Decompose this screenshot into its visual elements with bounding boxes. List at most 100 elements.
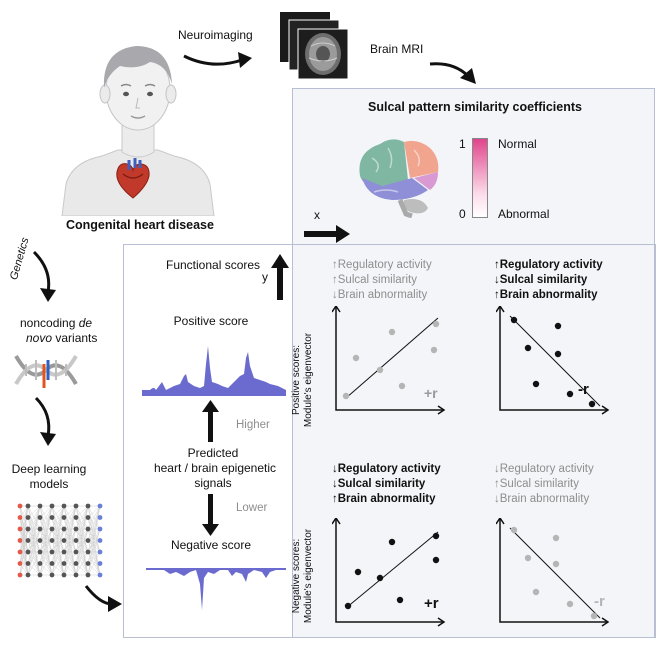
functional-panel (123, 244, 656, 638)
neuroimaging-label: Neuroimaging (178, 28, 253, 42)
functional-scores-label: Functional scores (166, 258, 261, 272)
neural-network-icon (17, 503, 103, 578)
network-node (49, 538, 55, 543)
network-node (37, 503, 43, 509)
positive-score-label: Positive score (173, 314, 249, 328)
negative-signal-track (146, 568, 286, 610)
network-node (49, 503, 55, 509)
network-node (61, 561, 67, 566)
higher-label: Higher (236, 419, 270, 431)
network-node (73, 572, 79, 578)
dna-icon (14, 354, 78, 388)
network-node (25, 526, 31, 532)
arrow-icon (202, 400, 219, 442)
arrow-icon (183, 52, 252, 68)
network-node (25, 549, 31, 555)
network-node (97, 515, 103, 520)
network-node (73, 503, 79, 509)
quadrant-bottom-left-text: ↓Regulatory activity ↓Sulcal similarity … (332, 463, 441, 505)
positive-axis-label: Positive scores:Module's eigenvector (291, 332, 314, 428)
negative-axis-label: Negative scores:Module's eigenvector (291, 528, 314, 624)
network-node (49, 526, 55, 532)
network-node (37, 549, 43, 555)
arrow-icon (304, 225, 350, 243)
scatter-top-right: -r (496, 306, 610, 415)
network-node (97, 526, 103, 532)
normal-label: Normal (498, 137, 537, 151)
network-node (85, 549, 91, 555)
network-node (61, 515, 67, 520)
network-node (17, 561, 23, 566)
arrow-icon (202, 494, 219, 536)
network-node (17, 503, 23, 509)
quadrant-top-left-text: ↑Regulatory activity ↑Sulcal similarity … (332, 259, 432, 301)
network-node (97, 572, 103, 578)
scatter-bottom-right: -r (496, 518, 610, 627)
network-node (17, 515, 23, 520)
network-node (37, 561, 43, 566)
color-scale-bar (472, 138, 488, 218)
network-node (37, 515, 43, 520)
arrow-icon (34, 396, 56, 446)
network-node (49, 515, 55, 520)
network-node (37, 572, 43, 578)
network-node (85, 572, 91, 578)
network-node (37, 526, 43, 532)
scatter-bottom-left: +r (332, 518, 446, 627)
predicted-line1: Predicted (187, 446, 239, 460)
predicted-line3: signals (194, 476, 232, 490)
network-node (73, 526, 79, 532)
negative-score-label: Negative score (170, 538, 252, 552)
predicted-line2: heart / brain epigenetic (153, 461, 277, 475)
quadrant-bottom-right-text: ↓Regulatory activity ↑Sulcal similarity … (494, 463, 594, 505)
quadrant-top-right-text: ↑Regulatory activity ↓Sulcal similarity … (494, 259, 603, 301)
network-node (97, 538, 103, 543)
r-label-top-right: -r (578, 381, 589, 398)
noncoding-label: noncoding de (20, 316, 93, 330)
lower-label: Lower (236, 502, 268, 514)
arrow-icon (84, 585, 122, 612)
network-node (49, 572, 55, 578)
network-node (85, 538, 91, 543)
network-node (17, 538, 23, 543)
heart-icon (116, 158, 150, 199)
network-node (85, 561, 91, 566)
network-node (61, 538, 67, 543)
network-node (61, 572, 67, 578)
r-label-top-left: +r (424, 385, 438, 401)
network-node (85, 503, 91, 509)
network-node (17, 526, 23, 532)
models-label: models (29, 477, 69, 491)
network-node (97, 503, 103, 509)
positive-signal-track (142, 346, 286, 396)
x-label: x (314, 208, 320, 222)
arrow-icon (271, 254, 289, 300)
network-node (37, 538, 43, 543)
network-node (25, 561, 31, 566)
network-node (61, 503, 67, 509)
network-node (97, 561, 103, 566)
novo-variants-label: novo variants (26, 331, 98, 345)
network-node (85, 515, 91, 520)
abnormal-label: Abnormal (498, 207, 550, 221)
network-node (25, 503, 31, 509)
congenital-label: Congenital heart disease (66, 218, 214, 232)
scale-top-label: 1 (459, 137, 466, 151)
r-label-bottom-left: +r (424, 595, 439, 612)
arrow-icon (429, 62, 476, 84)
network-node (49, 549, 55, 555)
deep-learning-label: Deep learning (11, 462, 87, 476)
network-node (17, 572, 23, 578)
network-node (97, 549, 103, 555)
brain-mri-label: Brain MRI (370, 42, 424, 56)
network-node (73, 549, 79, 555)
y-label: y (262, 270, 268, 284)
network-node (61, 526, 67, 532)
sulcal-title: Sulcal pattern similarity coefficients (368, 100, 582, 114)
scale-bottom-label: 0 (459, 207, 466, 221)
network-node (61, 549, 67, 555)
arrow-icon (32, 250, 56, 302)
network-node (25, 515, 31, 520)
network-node (25, 572, 31, 578)
